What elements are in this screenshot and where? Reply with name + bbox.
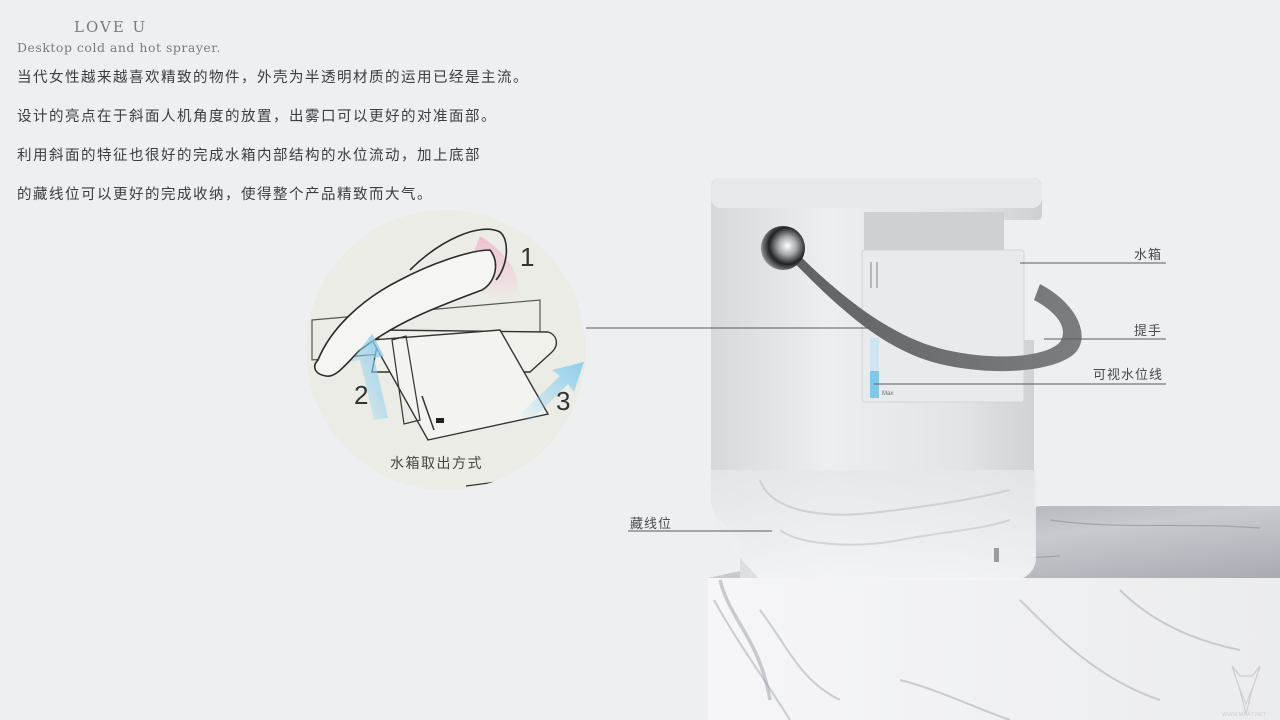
step-3-label: 3 <box>556 386 570 416</box>
callout-cable-storage: 藏线位 <box>630 517 673 532</box>
description-line-4: 的藏线位可以更好的完成收纳，使得整个产品精致而大气。 <box>17 187 433 203</box>
callout-water-tank: 水箱 <box>1134 248 1163 263</box>
tank-removal-inset: 1 2 3 水箱取出方式 <box>306 210 586 490</box>
watermark-logo: WWW.MAA7.NET <box>1222 665 1267 718</box>
step-1-label: 1 <box>520 242 534 272</box>
handle-knob <box>761 226 805 270</box>
watermark-text: WWW.MAA7.NET <box>1222 712 1267 718</box>
step-2-label: 2 <box>354 380 368 410</box>
gauge-max-label: Max <box>882 391 893 397</box>
water-level-gauge <box>870 338 879 398</box>
callout-handle: 提手 <box>1134 324 1163 339</box>
description-line-3: 利用斜面的特征也很好的完成水箱内部结构的水位流动，加上底部 <box>17 148 481 164</box>
brand-subtitle: Desktop cold and hot sprayer. <box>17 40 221 55</box>
sprayer-body: Max <box>711 178 1042 580</box>
brand-title: LOVE U <box>74 18 148 36</box>
inset-caption: 水箱取出方式 <box>390 456 483 472</box>
description-line-2: 设计的亮点在于斜面人机角度的放置，出雾口可以更好的对准面部。 <box>17 109 497 125</box>
description-line-1: 当代女性越来越喜欢精致的物件，外壳为半透明材质的运用已经是主流。 <box>17 70 529 86</box>
step-3-arrow <box>520 362 584 422</box>
step-2-arrow <box>350 334 388 420</box>
callout-water-level: 可视水位线 <box>1093 368 1164 383</box>
carry-handle <box>761 226 1082 372</box>
